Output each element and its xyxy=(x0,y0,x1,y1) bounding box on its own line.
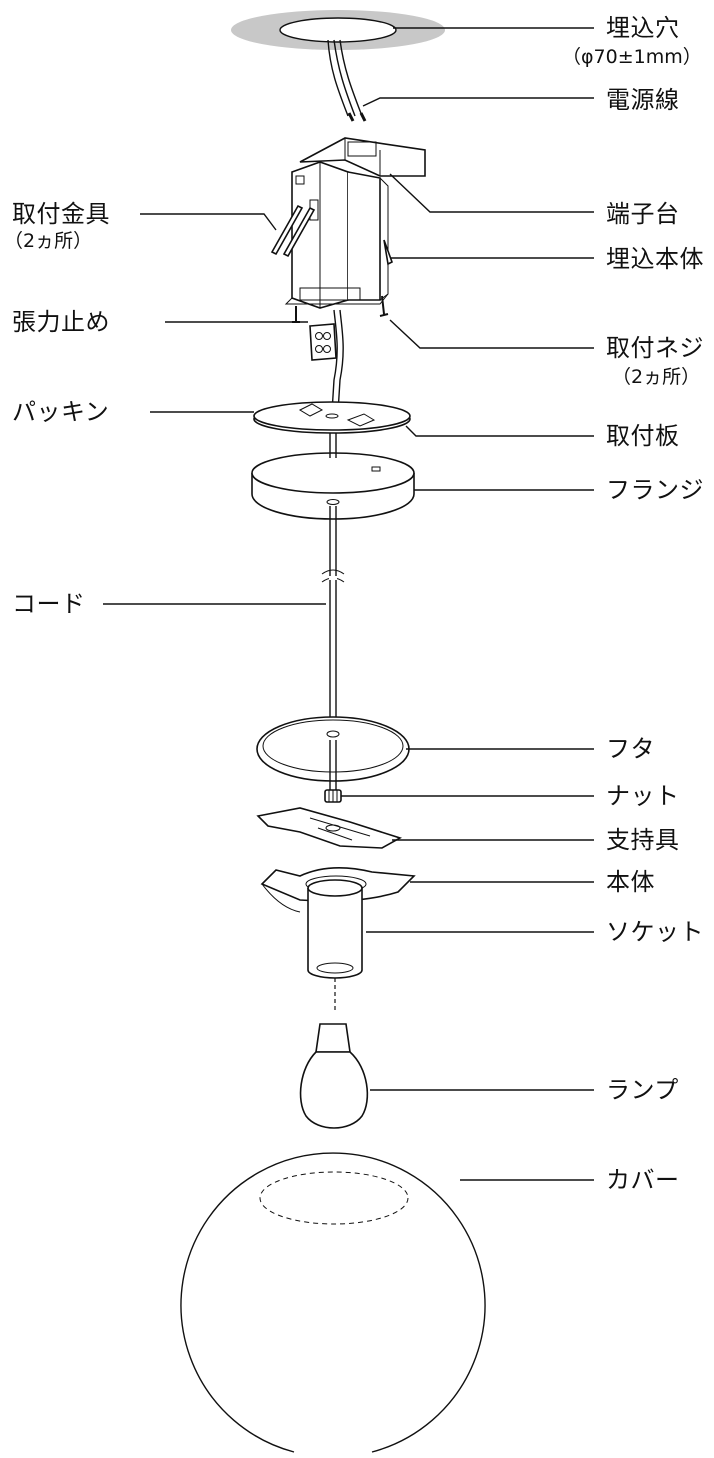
label-umekomi-ana: 埋込穴 xyxy=(606,14,680,42)
label-cord: コード xyxy=(12,590,86,618)
tension-stop xyxy=(309,309,344,413)
terminal-block xyxy=(299,137,426,177)
flange xyxy=(251,452,415,520)
support-bracket xyxy=(256,807,403,849)
socket xyxy=(307,879,363,1010)
leader-lines xyxy=(103,27,594,1181)
label-tanshidai: 端子台 xyxy=(606,200,680,228)
power-wire xyxy=(327,39,367,122)
cap xyxy=(256,716,410,790)
mounting-plate xyxy=(253,401,411,434)
label-flange: フランジ xyxy=(606,476,704,504)
label-toritsuke-kanagu-qty: （2ヵ所） xyxy=(4,230,93,252)
label-lamp: ランプ xyxy=(606,1076,679,1104)
cord xyxy=(321,433,345,728)
label-toritsuke-ita: 取付板 xyxy=(606,422,680,450)
label-socket: ソケット xyxy=(606,918,704,946)
ceiling-hole xyxy=(231,10,445,50)
label-umekomi-ana-dim: （φ70±1mm） xyxy=(562,46,702,68)
label-toritsuke-neji: 取付ネジ xyxy=(606,334,704,362)
lamp xyxy=(299,1023,369,1129)
label-toritsuke-neji-qty: （2ヵ所） xyxy=(612,366,701,388)
label-cover: カバー xyxy=(606,1166,680,1194)
globe-cover xyxy=(180,1152,486,1453)
label-nut: ナット xyxy=(606,782,680,810)
label-hontai: 本体 xyxy=(606,868,655,896)
nut xyxy=(324,789,342,803)
recessed-body xyxy=(284,161,389,309)
label-futa: フタ xyxy=(606,735,655,763)
label-dengensen: 電源線 xyxy=(606,86,680,114)
label-shijigu: 支持具 xyxy=(606,826,680,854)
label-toritsuke-kanagu: 取付金具 xyxy=(12,200,110,228)
label-packing: パッキン xyxy=(12,398,110,426)
label-umekomi-hontai: 埋込本体 xyxy=(606,245,704,273)
label-choryoku-dome: 張力止め xyxy=(12,308,110,336)
